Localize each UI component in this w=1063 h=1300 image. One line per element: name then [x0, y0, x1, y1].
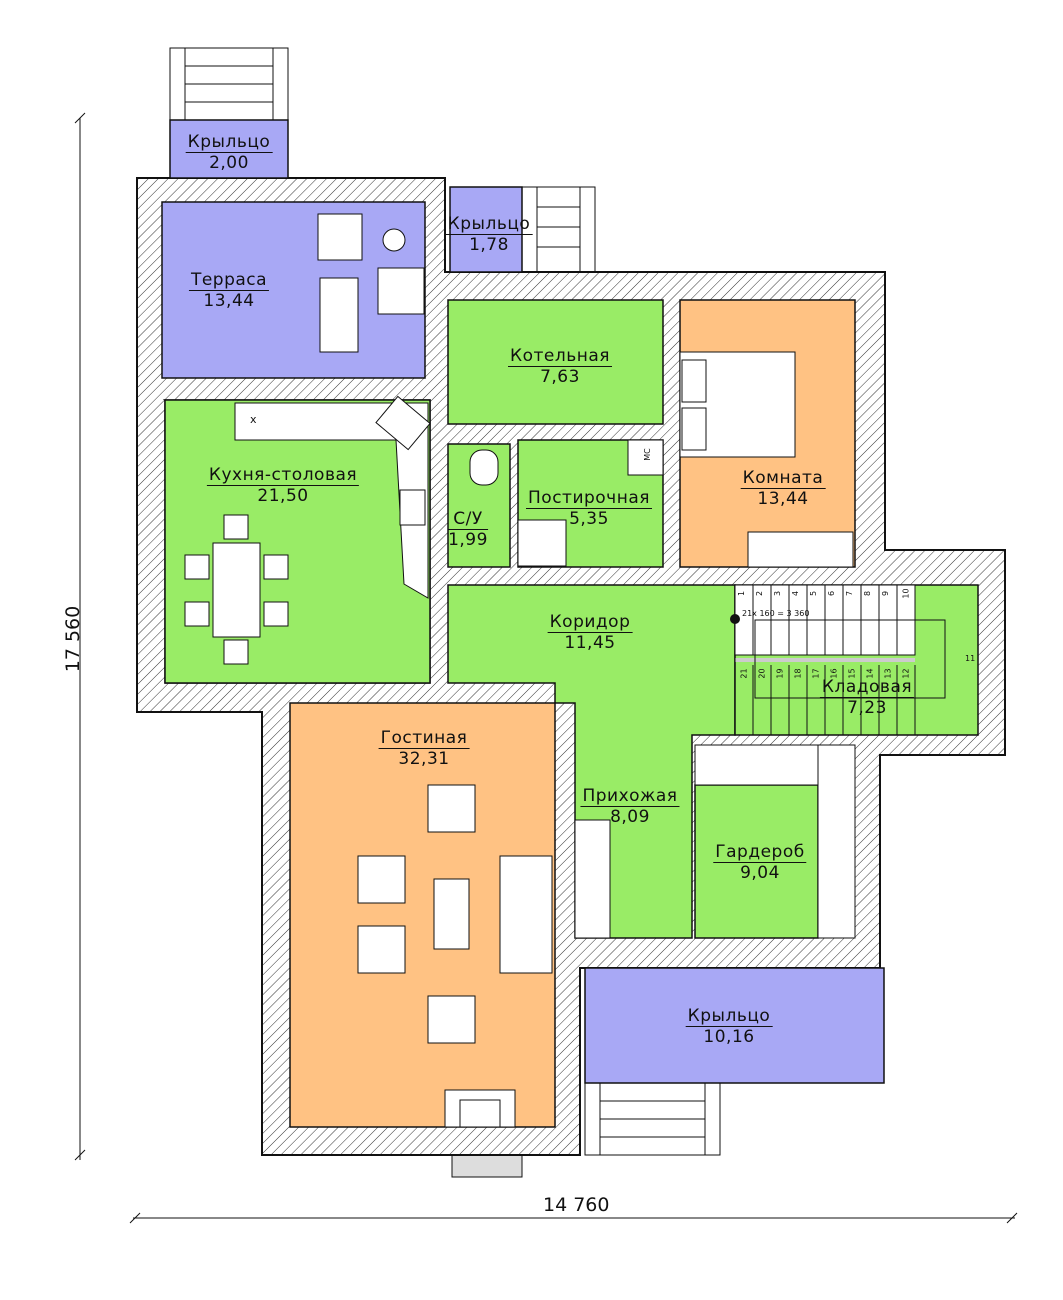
furniture — [184, 213, 856, 1128]
boiler-label: МС — [642, 448, 652, 461]
stair-step-number: 19 — [775, 668, 785, 679]
stair-step-number: 20 — [757, 668, 767, 679]
stair-step-number: 4 — [791, 590, 801, 597]
kitchen-counter — [234, 395, 431, 599]
stair-landing-number: 11 — [965, 654, 976, 663]
stair-step-number: 6 — [827, 590, 837, 597]
stair-step-number: 3 — [773, 590, 783, 597]
stair-step-number: 12 — [901, 668, 911, 679]
room-porch-3 — [584, 967, 885, 1084]
stair-step-number: 8 — [863, 590, 873, 597]
room-porch-1 — [169, 119, 289, 179]
stair-step-number: 14 — [865, 668, 875, 679]
stair-step-number: 10 — [901, 588, 911, 599]
stove-mark: x — [250, 413, 257, 426]
stair-step-number: 17 — [811, 668, 821, 679]
dimension-lines — [74, 112, 1018, 1224]
stair-formula: 21x 160 = 3 360 — [742, 609, 810, 618]
room-boiler — [447, 299, 664, 425]
stair-step-number: 2 — [755, 590, 765, 597]
stair-step-number: 1 — [737, 590, 747, 597]
stair-start-marker — [730, 614, 740, 624]
dimension-width: 14 760 — [543, 1194, 610, 1216]
stair-step-number: 18 — [793, 668, 803, 679]
stair-step-number: 15 — [847, 668, 857, 679]
stair-step-number: 5 — [809, 590, 819, 597]
stair-step-number: 7 — [845, 590, 855, 597]
room-porch-2 — [449, 186, 523, 273]
dimension-height: 17 560 — [62, 605, 85, 673]
stair-step-number: 16 — [829, 668, 839, 679]
room-wardrobe — [694, 784, 819, 939]
stair-step-number: 9 — [881, 590, 891, 597]
stair-step-number: 21 — [739, 668, 749, 679]
staircase — [734, 584, 946, 735]
stair-step-number: 13 — [883, 668, 893, 679]
